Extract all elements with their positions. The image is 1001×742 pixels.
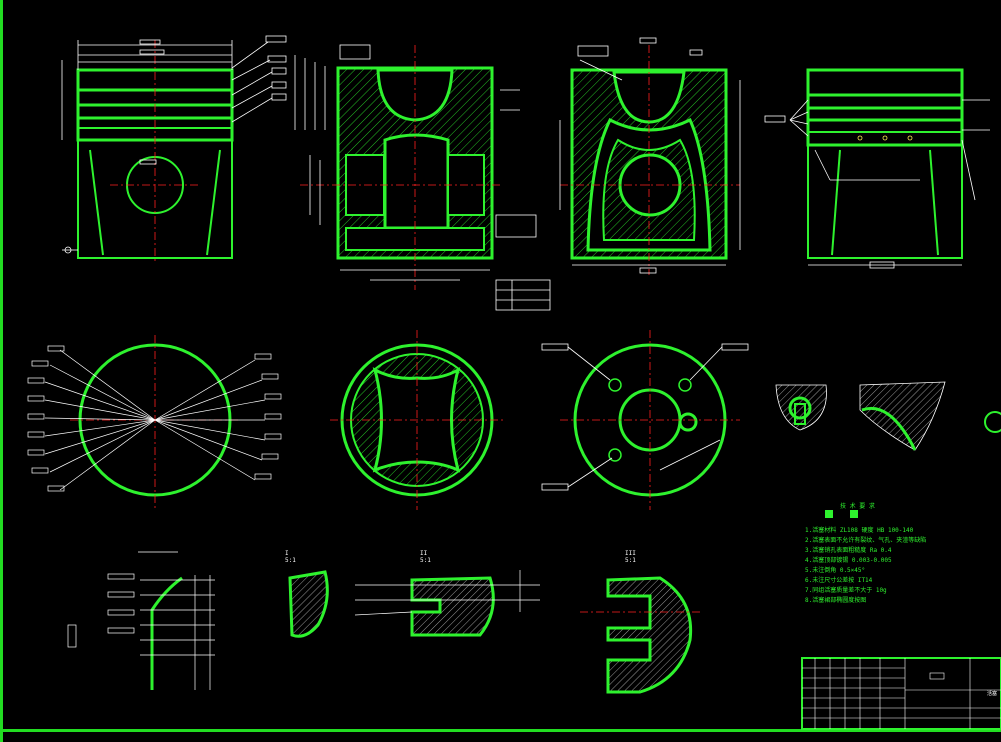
- detail-skirt-section: [67, 551, 215, 690]
- detail-partial-circle: [984, 411, 1001, 433]
- detail-iii-section: III 5:1: [580, 550, 700, 694]
- detail-iii-scale: 5:1: [625, 557, 636, 564]
- tech-requirement-line: 8.活塞裙部椭圆度按图: [805, 596, 866, 604]
- detail-i-section: I 5:1: [285, 550, 329, 638]
- tech-requirement-lines: 1.活塞材料 ZL108 硬度 HB 100-140 2.活塞表面不允许有裂纹、气…: [805, 526, 926, 604]
- tech-title: 技 术 要 求: [840, 502, 875, 510]
- piston-side-view: [764, 68, 990, 269]
- detail-ii-scale: 5:1: [420, 557, 431, 564]
- detail-ring-groove: [859, 381, 946, 451]
- detail-ii-section: II 5:1: [354, 550, 540, 637]
- title-block-name: 活塞: [986, 691, 997, 697]
- drawing-frame-bottom: [0, 729, 1001, 732]
- bottom-view-right: [541, 330, 749, 510]
- detail-i-scale: 5:1: [285, 557, 296, 564]
- tech-requirement-line: 6.未注尺寸公差按 IT14: [805, 576, 873, 584]
- tech-requirement-line: 7.同组活塞质量差不大于 10g: [805, 586, 887, 594]
- title-block: [801, 657, 1001, 730]
- piston-front-view: [61, 35, 287, 262]
- tech-requirement-line: 1.活塞材料 ZL108 硬度 HB 100-140: [805, 526, 914, 534]
- tech-requirement-line: 2.活塞表面不允许有裂纹、气孔、夹渣等缺陷: [805, 536, 926, 544]
- tech-requirement-line: 4.活塞顶部镀锡 0.003-0.005: [805, 556, 892, 564]
- drawing-frame-left: [0, 0, 3, 742]
- tech-requirement-line: 3.活塞销孔表面粗糙度 Ra 0.4: [805, 546, 892, 554]
- detail-ii-label: II: [420, 550, 428, 557]
- piston-section-b-view: [559, 37, 741, 275]
- top-view-left: [27, 335, 282, 510]
- tech-requirement-line: 5.未注倒角 0.5×45°: [805, 566, 865, 574]
- technical-requirements: 技 术 要 求: [825, 502, 875, 518]
- piston-section-view: [294, 44, 551, 311]
- detail-iii-label: III: [625, 550, 636, 557]
- detail-i-label: I: [285, 550, 289, 557]
- detail-pin-boss: [775, 384, 827, 431]
- bottom-view-center: [330, 330, 505, 510]
